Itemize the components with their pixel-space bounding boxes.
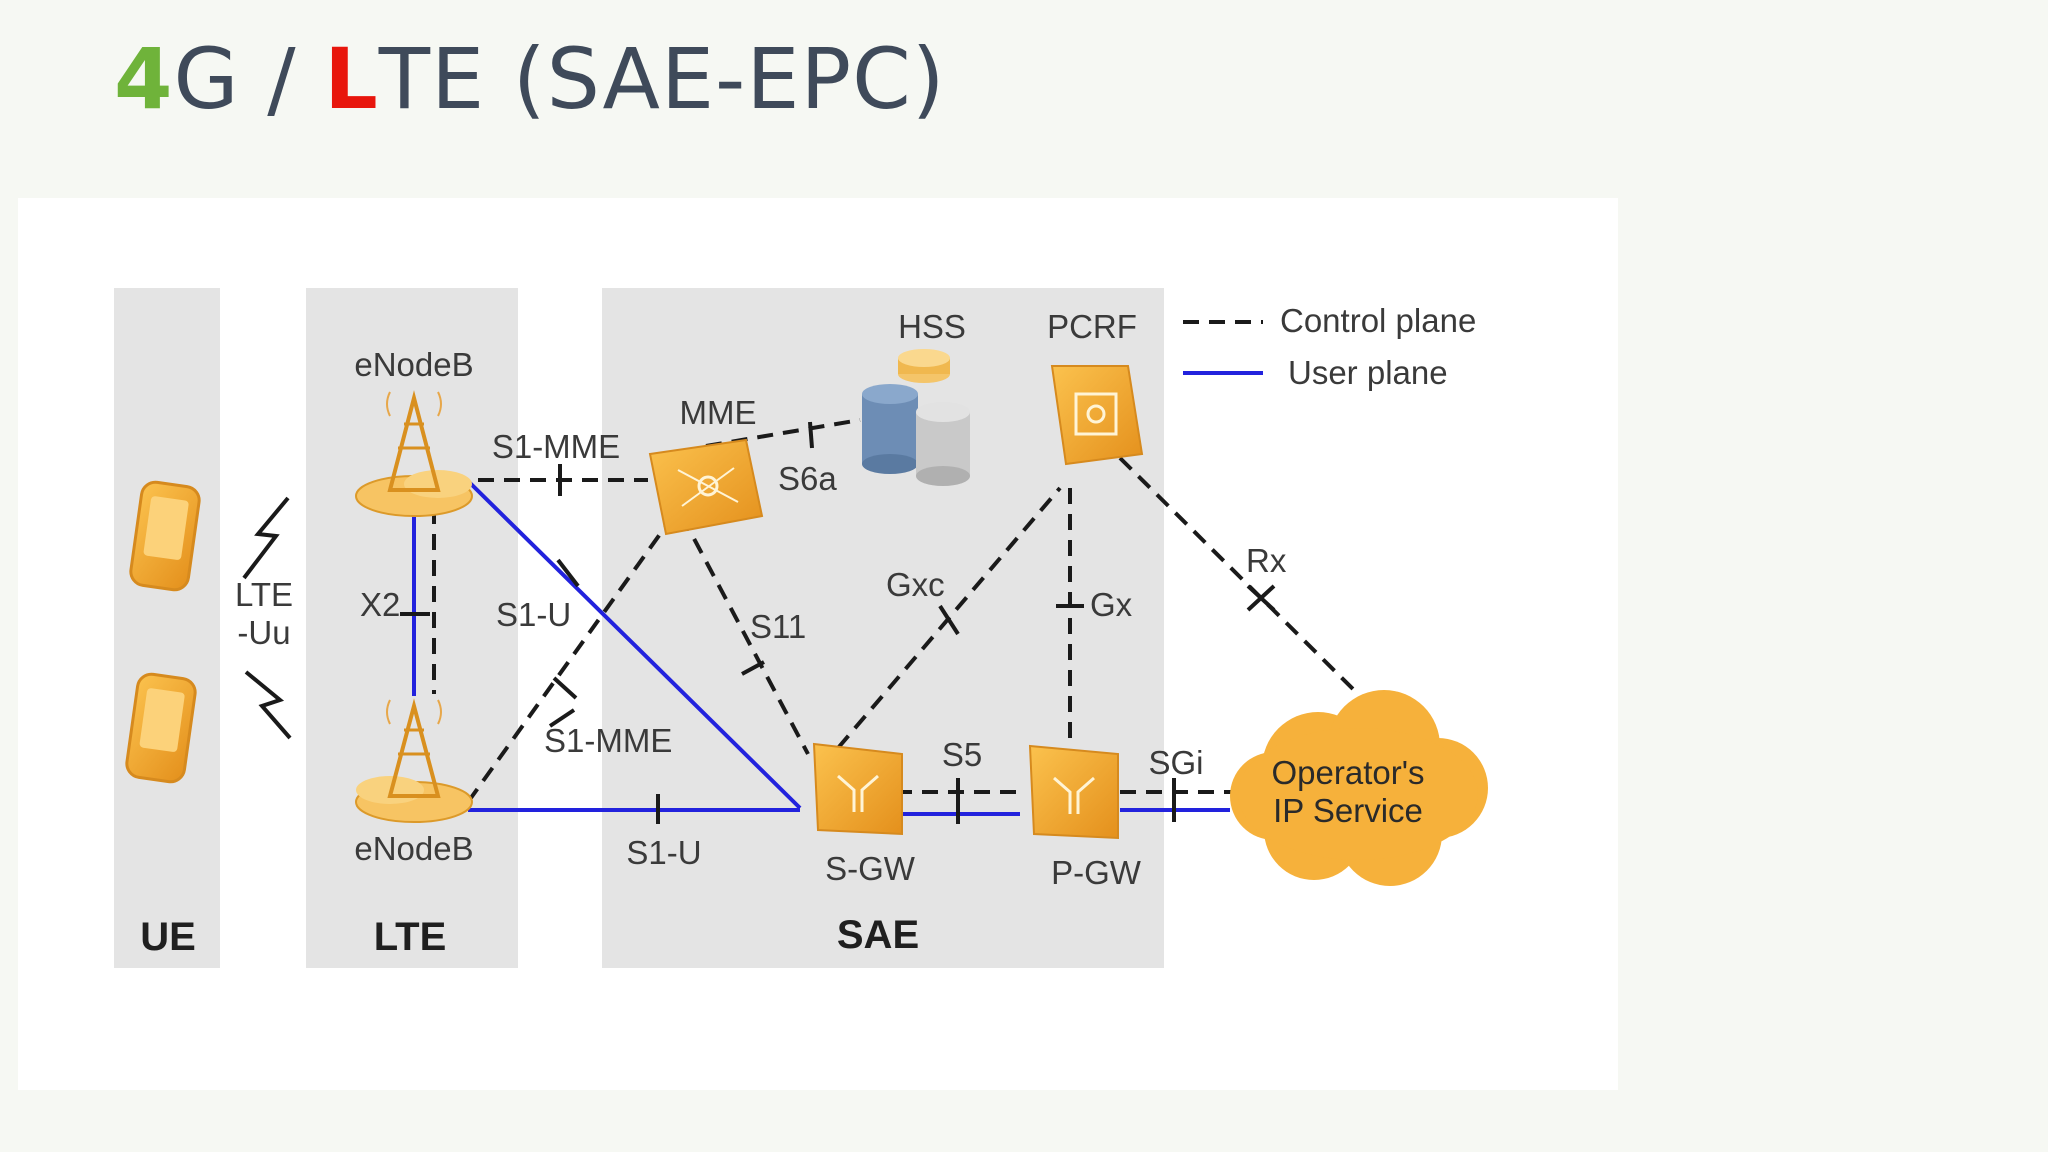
title-accent-l: L bbox=[324, 30, 379, 128]
s6a-label: S6a bbox=[778, 460, 837, 497]
ip-service-label-line2: IP Service bbox=[1273, 792, 1423, 829]
s1-mme-top-label: S1-MME bbox=[492, 428, 620, 465]
ip-service-cloud-icon bbox=[1230, 690, 1488, 886]
mme-node-icon bbox=[648, 438, 764, 536]
s1-mme-bottom-label: S1-MME bbox=[544, 722, 672, 759]
enodeb-top-icon bbox=[355, 390, 473, 517]
ue-device-bottom bbox=[125, 672, 197, 784]
ue-zone-label: UE bbox=[140, 915, 196, 959]
rx-link bbox=[1118, 456, 1360, 696]
hss-database-icon bbox=[862, 349, 970, 486]
user-plane-links bbox=[412, 371, 1263, 816]
interface-ticks bbox=[400, 421, 1276, 824]
ip-service-label-line1: Operator's bbox=[1271, 754, 1424, 791]
s1-u-top-link bbox=[466, 479, 802, 810]
sgi-label: SGi bbox=[1148, 744, 1203, 781]
radio-link-icon-top bbox=[242, 496, 290, 580]
sae-zone-label: SAE bbox=[837, 913, 919, 957]
s1-u-top-label: S1-U bbox=[496, 596, 571, 633]
mme-label: MME bbox=[680, 394, 757, 431]
x2-label: X2 bbox=[360, 586, 400, 623]
diagram-panel: eNodeB eNodeB MME HSS PCRF S-GW P-GW Ope… bbox=[18, 198, 1618, 1090]
title-segment-rest: TE (SAE-EPC) bbox=[378, 30, 946, 128]
enodeb-bottom-icon bbox=[355, 698, 473, 823]
slide-title: 4G / LTE (SAE-EPC) bbox=[114, 30, 946, 128]
s1-u-bottom-label: S1-U bbox=[626, 834, 701, 871]
rx-label: Rx bbox=[1246, 542, 1287, 579]
ue-zone bbox=[114, 288, 220, 968]
enodeb-top-label: eNodeB bbox=[354, 346, 473, 383]
lte-architecture-diagram: eNodeB eNodeB MME HSS PCRF S-GW P-GW Ope… bbox=[114, 288, 1488, 968]
pcrf-node-icon bbox=[1050, 365, 1144, 466]
s1-mme-bottom-link bbox=[466, 514, 675, 804]
sgw-node-icon bbox=[812, 742, 903, 836]
sgw-label: S-GW bbox=[825, 850, 916, 887]
pgw-node-icon bbox=[1028, 744, 1119, 840]
lte-zone-label: LTE bbox=[374, 915, 447, 959]
title-segment-g: G / bbox=[173, 30, 325, 128]
legend-control-plane-label: Control plane bbox=[1280, 302, 1476, 339]
s5-label: S5 bbox=[942, 736, 982, 773]
ue-device-top bbox=[129, 480, 201, 592]
radio-link-icon-bottom bbox=[244, 670, 292, 740]
legend-user-plane-label: User plane bbox=[1288, 354, 1448, 391]
lte-uu-label-line2: -Uu bbox=[237, 614, 290, 651]
s11-label: S11 bbox=[750, 608, 806, 645]
s11-link bbox=[680, 515, 810, 755]
hss-label: HSS bbox=[898, 308, 966, 345]
gxc-label: Gxc bbox=[886, 566, 945, 603]
pcrf-label: PCRF bbox=[1047, 308, 1137, 345]
pgw-label: P-GW bbox=[1051, 854, 1142, 891]
title-accent-4: 4 bbox=[114, 30, 174, 128]
gx-label: Gx bbox=[1090, 586, 1133, 623]
lte-uu-label-line1: LTE bbox=[235, 576, 293, 613]
enodeb-bottom-label: eNodeB bbox=[354, 830, 473, 867]
